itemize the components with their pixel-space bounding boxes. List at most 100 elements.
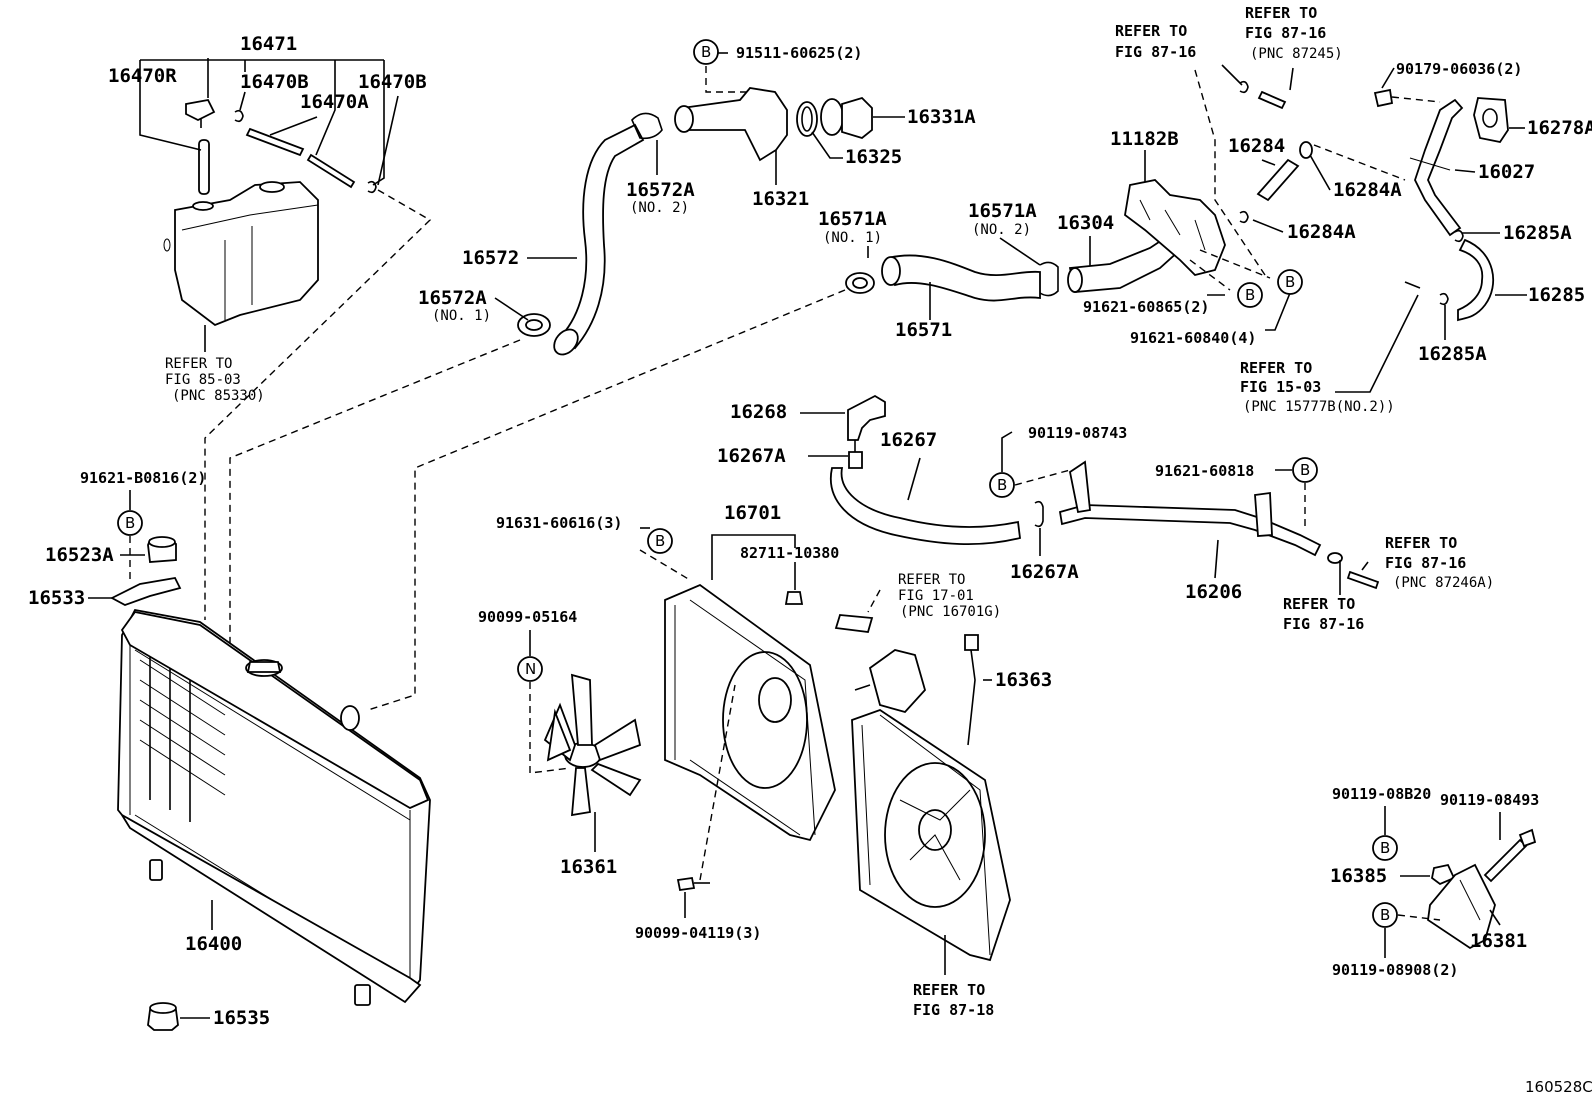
- part-label-16572A-top: 16572A: [626, 179, 695, 201]
- refer-note-87-16-c: REFER TO FIG 87-16: [1283, 595, 1364, 633]
- tank-refer-note: REFER TO FIG 85-03 (PNC 85330): [165, 356, 265, 404]
- svg-text:REFER TO: REFER TO: [898, 572, 965, 588]
- reservoir-tank-group: 16471 16470R 16470B 16470A 16470B REFER …: [108, 33, 432, 620]
- bypass-hose-2: [1457, 238, 1494, 322]
- refer-note-87246A: REFER TO FIG 87-16 (PNC 87246A): [1385, 534, 1494, 591]
- heater-pipe-group: 16268 16267A 16267 16267A B 90119-08743 …: [717, 394, 1494, 633]
- svg-text:REFER TO: REFER TO: [165, 356, 232, 372]
- refer-note-17-01: REFER TO FIG 17-01 (PNC 16701G): [898, 572, 1001, 620]
- part-label-16533: 16533: [28, 587, 85, 609]
- part-label-16268: 16268: [730, 401, 787, 423]
- svg-text:FIG 87-16: FIG 87-16: [1245, 24, 1326, 42]
- part-label-91631-60616: 91631-60616(3): [496, 514, 622, 532]
- part-label-16325: 16325: [845, 146, 902, 168]
- part-label-16267A-1: 16267A: [717, 445, 786, 467]
- part-label-82711-10380: 82711-10380: [740, 544, 839, 562]
- part-label-91621-60865: 91621-60865(2): [1083, 298, 1209, 316]
- svg-text:B: B: [1245, 286, 1255, 304]
- svg-text:(PNC 15777B(NO.2)): (PNC 15777B(NO.2)): [1243, 399, 1395, 415]
- svg-text:(NO. 1): (NO. 1): [432, 308, 491, 324]
- water-by-pass-pipe: [1058, 504, 1322, 557]
- part-label-90099-05164: 90099-05164: [478, 608, 577, 626]
- svg-text:FIG 87-16: FIG 87-16: [1385, 554, 1466, 572]
- part-label-90119-08908: 90119-08908(2): [1332, 961, 1458, 979]
- part-label-16572A-bottom: 16572A: [418, 287, 487, 309]
- part-label-16385: 16385: [1330, 865, 1387, 887]
- svg-text:FIG 87-16: FIG 87-16: [1283, 615, 1364, 633]
- part-label-16523A: 16523A: [45, 544, 114, 566]
- part-label-90119-08743: 90119-08743: [1028, 424, 1127, 442]
- circle-b-icon: [1292, 457, 1318, 483]
- part-label-90119-08B20: 90119-08B20: [1332, 785, 1431, 803]
- svg-text:FIG 17-01: FIG 17-01: [898, 588, 974, 604]
- svg-text:B: B: [1380, 906, 1390, 924]
- circle-b-icon: [989, 472, 1015, 498]
- svg-text:FIG 87-16: FIG 87-16: [1115, 43, 1196, 61]
- part-label-16278A: 16278A: [1527, 117, 1592, 139]
- circle-b-icon: [117, 510, 143, 536]
- part-label-91621-B0816: 91621-B0816(2): [80, 469, 206, 487]
- part-label-16304: 16304: [1057, 212, 1114, 234]
- thermostat: [820, 98, 844, 136]
- part-label-16571A-2: 16571A: [968, 200, 1037, 222]
- svg-text:REFER TO: REFER TO: [1385, 534, 1457, 552]
- part-label-16284A-1: 16284A: [1333, 179, 1402, 201]
- part-label-16701: 16701: [724, 502, 781, 524]
- svg-text:(PNC 85330): (PNC 85330): [172, 388, 265, 404]
- part-label-16284: 16284: [1228, 135, 1285, 157]
- svg-text:B: B: [1300, 461, 1310, 479]
- fan-shroud: [664, 583, 836, 842]
- part-label-16285A-1: 16285A: [1503, 222, 1572, 244]
- svg-text:(PNC 16701G): (PNC 16701G): [900, 604, 1001, 620]
- part-label-16285A-2: 16285A: [1418, 343, 1487, 365]
- svg-text:REFER TO: REFER TO: [1245, 4, 1317, 22]
- lower-hose: [886, 254, 1041, 302]
- svg-text:(NO. 2): (NO. 2): [630, 200, 689, 216]
- heater-hose: [829, 467, 1021, 546]
- svg-text:B: B: [997, 476, 1007, 494]
- svg-text:B: B: [655, 532, 665, 550]
- radiator-support: [110, 577, 182, 606]
- part-label-16572: 16572: [462, 247, 519, 269]
- water-outlet: [680, 87, 788, 162]
- diagram-id: 160528C: [1525, 1078, 1592, 1096]
- circle-b-icon: [647, 528, 673, 554]
- bracket: [1427, 863, 1496, 950]
- part-label-91621-60818: 91621-60818: [1155, 462, 1254, 480]
- part-label-16363: 16363: [995, 669, 1052, 691]
- refer-note-15-03: REFER TO FIG 15-03 (PNC 15777B(NO.2)): [1240, 359, 1395, 415]
- part-label-16470B-2: 16470B: [358, 71, 427, 93]
- part-label-16284A-2: 16284A: [1287, 221, 1356, 243]
- part-label-16400: 16400: [185, 933, 242, 955]
- part-label-16267A-2: 16267A: [1010, 561, 1079, 583]
- refer-note-87-16-a: REFER TO FIG 87-16: [1115, 22, 1196, 61]
- svg-text:FIG 85-03: FIG 85-03: [165, 372, 241, 388]
- water-bypass-pipe: [1414, 98, 1464, 237]
- fan-shroud-2: [851, 709, 1011, 962]
- bypass-hose: [1256, 158, 1300, 202]
- circle-b-icon: [1372, 902, 1398, 928]
- part-label-11182B: 11182B: [1110, 128, 1179, 150]
- bracket-group: 90119-08B20 B 90119-08493 16385 16381 B …: [1330, 785, 1539, 979]
- part-label-16470R: 16470R: [108, 65, 177, 87]
- svg-text:(NO. 1): (NO. 1): [823, 230, 882, 246]
- refer-note-87245: REFER TO FIG 87-16 (PNC 87245): [1245, 4, 1343, 62]
- part-label-16267: 16267: [880, 429, 937, 451]
- part-label-90119-08493: 90119-08493: [1440, 791, 1539, 809]
- refer-note-87-18: REFER TO FIG 87-18: [913, 981, 994, 1019]
- svg-text:FIG 15-03: FIG 15-03: [1240, 378, 1321, 396]
- reservoir-cap: [185, 98, 216, 122]
- part-label-16206: 16206: [1185, 581, 1242, 603]
- part-label-16361: 16361: [560, 856, 617, 878]
- svg-text:REFER TO: REFER TO: [1283, 595, 1355, 613]
- cooling-fan: [543, 673, 642, 817]
- svg-text:N: N: [525, 660, 536, 678]
- part-label-16571: 16571: [895, 319, 952, 341]
- elbow-fitting: [847, 394, 886, 441]
- part-label-16535: 16535: [213, 1007, 270, 1029]
- part-label-91511-60625: 91511-60625(2): [736, 44, 862, 62]
- bypass-gasket: [1473, 97, 1509, 144]
- radiator-group: 91621-B0816(2) B 16523A 16533 16400: [28, 469, 431, 1031]
- svg-text:B: B: [701, 43, 711, 61]
